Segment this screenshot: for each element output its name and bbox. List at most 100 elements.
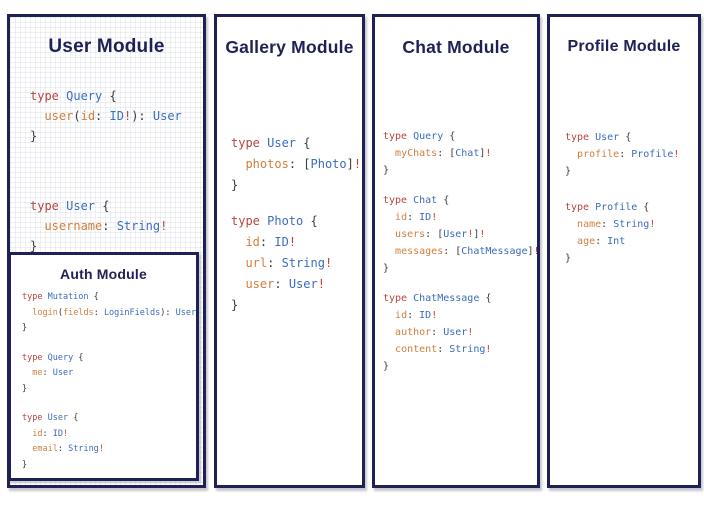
code-token: ChatMessage (461, 246, 528, 258)
code-token (22, 444, 32, 454)
code-token: id (395, 310, 408, 322)
code-token: : (274, 277, 289, 292)
code-token: User (175, 307, 197, 318)
code-token (565, 149, 577, 160)
code-line: photos: [Photo]! (231, 154, 362, 175)
code-line: type User { (231, 133, 362, 154)
code-line: age: Int (565, 233, 698, 250)
code-token: ! (673, 149, 680, 161)
auth-module-title: Auth Module (60, 266, 147, 282)
code-token: : [ (437, 148, 456, 160)
code-line: } (22, 321, 196, 337)
code-token: ] (473, 229, 480, 241)
code-token: ): (160, 307, 176, 318)
code-token: Profile (631, 149, 674, 161)
code-token: email (32, 444, 58, 455)
code-line: email: String! (22, 442, 196, 458)
code-token: } (383, 361, 390, 373)
code-line: type Chat { (383, 192, 537, 209)
code-token: type (231, 214, 268, 229)
code-token: ! (123, 108, 132, 123)
code-line: me: User (22, 366, 196, 382)
code-token: ] (479, 148, 486, 160)
code-token: : (42, 368, 53, 379)
code-token (22, 368, 32, 378)
user-module-code: type Query { user(id: ID!): User}type Us… (30, 86, 203, 256)
code-token: ChatMessage (413, 293, 480, 305)
code-token: { (479, 293, 492, 305)
code-line: type Query { (22, 351, 196, 367)
code-token: user (245, 277, 275, 292)
code-token: ! (63, 428, 69, 439)
code-token: url (245, 256, 268, 271)
code-token: } (22, 383, 28, 394)
code-token: : (102, 218, 117, 233)
code-token (383, 344, 395, 355)
code-token (383, 229, 395, 240)
panel-profile-module: Profile Module type User { profile: Prof… (547, 14, 701, 488)
code-block: type Mutation { login(fields: LoginField… (22, 290, 196, 337)
code-token (22, 429, 32, 439)
code-token: ID (109, 108, 124, 123)
code-token: ID (52, 428, 63, 439)
code-token (30, 219, 44, 233)
code-token: Chat (413, 195, 438, 207)
code-line: } (22, 458, 196, 474)
code-token: String (449, 344, 486, 356)
code-token: type (383, 131, 414, 143)
code-token: User (267, 136, 297, 151)
code-token: User (595, 132, 620, 144)
code-line: } (565, 163, 698, 180)
code-token: type (22, 413, 48, 424)
code-token: : (407, 310, 420, 322)
code-line: messages: [ChatMessage]! (383, 243, 540, 260)
code-token: } (22, 323, 28, 334)
code-token: { (303, 214, 318, 229)
code-token: Query (413, 131, 444, 143)
panel-user-module: User Module type Query { user(id: ID!): … (7, 14, 206, 488)
panel-gallery-module: Gallery Module type User { photos: [Phot… (214, 14, 365, 488)
code-token: Int (607, 236, 626, 248)
code-token: Query (66, 88, 103, 103)
code-token: } (231, 298, 239, 313)
code-token (231, 157, 245, 171)
code-token: } (30, 238, 38, 253)
code-token: id (395, 212, 408, 224)
code-line: type Query { (383, 128, 537, 145)
code-token (383, 327, 395, 338)
code-token: ] (527, 246, 534, 258)
code-token: ): (131, 108, 153, 123)
code-token: User (66, 198, 96, 213)
code-token: ! (467, 229, 474, 241)
code-line: } (565, 250, 698, 267)
code-token: LoginFields (103, 307, 161, 318)
code-token: User (443, 229, 468, 241)
code-line: type Profile { (565, 199, 698, 216)
code-token: login (32, 307, 58, 318)
code-line: user(id: ID!): User (30, 106, 203, 126)
code-block: type Query { user(id: ID!): User} (30, 86, 203, 146)
code-line: user: User! (231, 274, 362, 295)
code-token: type (22, 292, 48, 303)
code-token: type (565, 132, 596, 144)
code-token: : [ (425, 229, 444, 241)
code-token: author (395, 327, 432, 339)
code-line: type User { (22, 411, 196, 427)
panel-auth-module: Auth Module type Mutation { login(fields… (8, 252, 199, 481)
code-token: ! (353, 157, 362, 172)
profile-module-code: type User { profile: Profile!}type Profi… (565, 129, 698, 267)
code-token: User (443, 327, 468, 339)
code-token: : [ (288, 157, 311, 172)
code-block: type ChatMessage { id: ID! author: User!… (383, 290, 537, 375)
code-line: } (30, 236, 203, 256)
code-token: ! (467, 327, 474, 339)
code-token: photos (245, 157, 289, 172)
code-token: String (116, 218, 161, 233)
code-token (383, 310, 395, 321)
code-token: type (565, 202, 596, 214)
code-line: profile: Profile! (565, 146, 698, 163)
code-token (565, 219, 577, 230)
code-token: : (619, 149, 632, 161)
code-token: : (595, 236, 608, 248)
